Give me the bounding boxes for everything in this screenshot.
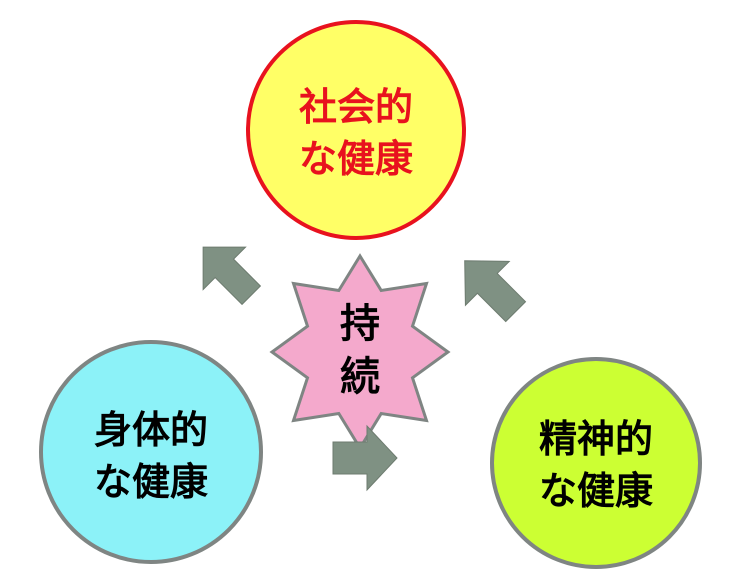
sustain-star-shape (269, 253, 451, 451)
arrow-upper-right (464, 260, 527, 323)
sustain-star-label-line2: 続 (340, 354, 380, 400)
social-health-circle (246, 20, 466, 240)
mental-health-node: 精神的 な健康 (490, 357, 702, 569)
arrow-upper-left (202, 246, 262, 306)
physical-health-label-line1: 身体的 (94, 408, 208, 452)
social-health-label-line2: な健康 (299, 137, 413, 181)
physical-health-circle (39, 340, 263, 564)
arrow-upper-left-shape (202, 246, 262, 306)
arrow-upper-right-shape (464, 260, 527, 323)
arrow-right (332, 424, 398, 492)
social-health-label-line1: 社会的 (299, 85, 413, 129)
physical-health-label-line2: な健康 (94, 460, 208, 504)
sustain-star-label-line1: 持 (340, 301, 380, 347)
arrow-right-shape (332, 424, 398, 492)
mental-health-circle (490, 357, 702, 569)
social-health-node: 社会的 な健康 (246, 20, 466, 240)
physical-health-node: 身体的 な健康 (39, 340, 263, 564)
mental-health-label-line1: 精神的 (539, 417, 653, 461)
mental-health-label-line2: な健康 (539, 469, 653, 513)
sustain-star-node: 持 続 (269, 253, 451, 451)
